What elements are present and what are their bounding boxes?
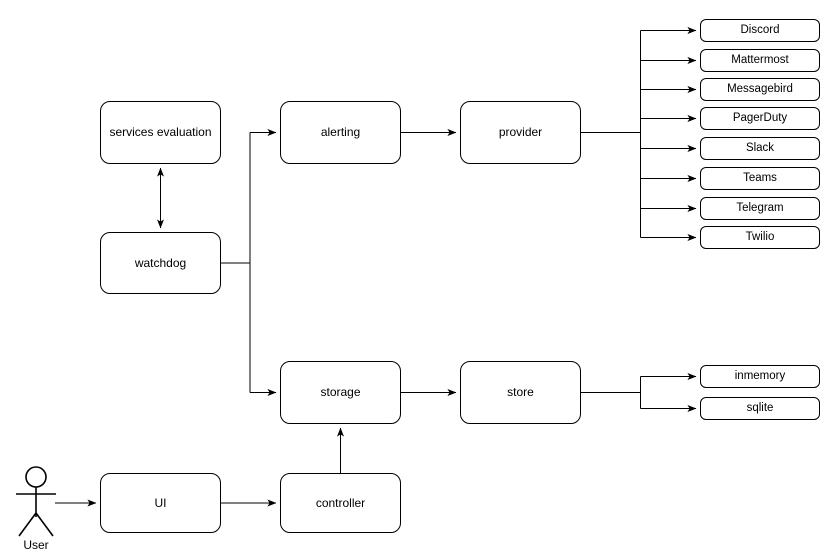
node-services-evaluation[interactable]: services evaluation xyxy=(100,101,221,164)
node-provider-slack[interactable]: Slack xyxy=(700,137,820,160)
node-watchdog-label: watchdog xyxy=(134,255,187,270)
node-alerting-label: alerting xyxy=(320,125,361,140)
actor-user-label: User xyxy=(23,538,49,552)
node-provider-twilio-label: Twilio xyxy=(745,230,775,243)
node-provider-pagerduty[interactable]: PagerDuty xyxy=(700,107,820,130)
stick-figure-actor-icon xyxy=(16,466,56,537)
node-provider-telegram-label: Telegram xyxy=(736,201,784,214)
node-store-inmemory-label: inmemory xyxy=(734,369,786,382)
node-provider-mattermost[interactable]: Mattermost xyxy=(700,49,820,72)
node-provider-messagebird[interactable]: Messagebird xyxy=(700,78,820,101)
node-storage-label: storage xyxy=(320,385,361,400)
node-provider-mattermost-label: Mattermost xyxy=(731,53,789,66)
edge-provider-fan-trunk xyxy=(581,30,641,238)
node-store[interactable]: store xyxy=(460,361,581,424)
node-ui-label: UI xyxy=(154,495,167,510)
node-provider[interactable]: provider xyxy=(460,101,581,164)
node-provider-teams-label: Teams xyxy=(743,171,777,184)
node-store-label: store xyxy=(507,385,534,400)
node-controller-label: controller xyxy=(315,495,366,510)
node-provider-slack-label: Slack xyxy=(745,141,775,154)
node-store-inmemory[interactable]: inmemory xyxy=(700,365,820,388)
node-provider-messagebird-label: Messagebird xyxy=(727,82,793,95)
edge-store-fan-trunk xyxy=(581,376,641,409)
node-provider-telegram[interactable]: Telegram xyxy=(700,197,820,220)
node-provider-teams[interactable]: Teams xyxy=(700,167,820,190)
node-provider-label: provider xyxy=(498,125,543,140)
node-provider-twilio[interactable]: Twilio xyxy=(700,226,820,249)
node-store-sqlite[interactable]: sqlite xyxy=(700,397,820,420)
node-provider-discord[interactable]: Discord xyxy=(700,19,820,42)
node-controller[interactable]: controller xyxy=(280,473,401,533)
node-watchdog[interactable]: watchdog xyxy=(100,232,221,294)
node-ui[interactable]: UI xyxy=(100,473,221,533)
node-services-evaluation-label: services evaluation xyxy=(109,125,212,140)
node-store-sqlite-label: sqlite xyxy=(746,401,774,414)
node-provider-discord-label: Discord xyxy=(740,23,780,36)
node-provider-pagerduty-label: PagerDuty xyxy=(732,111,788,124)
edge-watchdog-branch-trunk xyxy=(221,132,251,393)
node-alerting[interactable]: alerting xyxy=(280,101,401,164)
node-storage[interactable]: storage xyxy=(280,361,401,424)
